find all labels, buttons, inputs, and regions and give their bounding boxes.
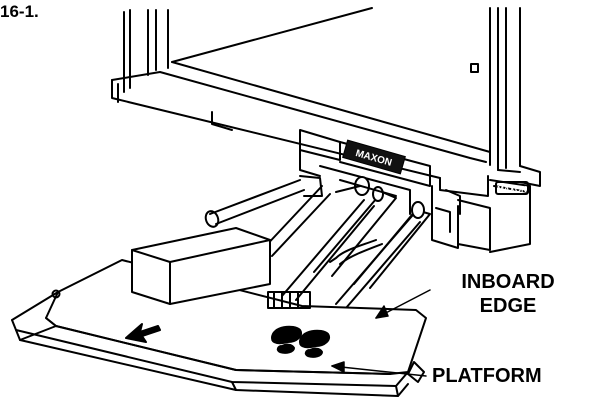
figure-reference: 16-1. [0, 3, 39, 20]
inboard-edge-line1: INBOARD [461, 271, 555, 293]
brand-mark-side-text: MAXON [497, 185, 527, 194]
footprint-markers [271, 325, 330, 358]
direction-arrow [125, 323, 161, 343]
lift-arms [261, 176, 431, 309]
inboard-edge-callout: INBOARD EDGE [433, 272, 583, 316]
liftgate-frame [299, 129, 531, 253]
truck-body [111, 7, 541, 197]
brand-plate-front: MAXON [342, 139, 406, 175]
brand-plate-side: MAXON [497, 185, 527, 194]
callout-leaders [331, 289, 431, 377]
cargo-box [131, 227, 271, 305]
inboard-edge-line2: EDGE [479, 295, 537, 317]
platform-callout: PLATFORM [432, 365, 542, 387]
